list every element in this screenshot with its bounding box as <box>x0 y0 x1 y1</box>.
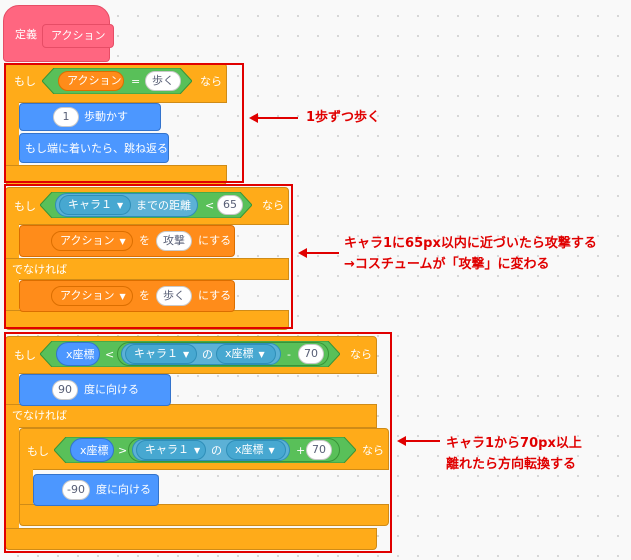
chevron-down-icon: ▼ <box>119 292 126 301</box>
variable-name: アクション <box>67 74 122 87</box>
set-value-input-walk[interactable]: 歩く <box>156 286 192 306</box>
distance-label: までの距離 <box>136 199 191 212</box>
else-label-2: でなければ <box>12 263 67 276</box>
then-label-3: なら <box>350 348 372 361</box>
annotation-box-3 <box>4 332 392 553</box>
attribute-name: x座標 <box>225 347 254 360</box>
sprite-dropdown-2[interactable]: キャラ１ ▼ <box>59 195 131 215</box>
variable-dropdown-walk[interactable]: アクション ▼ <box>51 286 133 306</box>
x-position-reporter-3[interactable] <box>56 342 100 366</box>
sprite-name: キャラ１ <box>134 347 178 360</box>
greater-than-sign: > <box>118 444 128 457</box>
minus-sign: - <box>287 348 291 361</box>
sprite-dropdown-inner[interactable]: キャラ１ ▼ <box>136 440 206 460</box>
inner-if-block-bottom <box>19 504 389 526</box>
attribute-dropdown-inner[interactable]: x座標 ▼ <box>226 440 286 460</box>
bounce-on-edge-block[interactable] <box>19 133 169 163</box>
set-label-2: にする <box>198 289 232 302</box>
inner-x-position-label: x座標 <box>80 444 109 457</box>
chevron-down-icon: ▼ <box>183 350 190 359</box>
distance-value-input[interactable]: 65 <box>217 195 243 215</box>
direction-input-90[interactable]: 90 <box>52 380 78 400</box>
arrow-line-1 <box>256 117 298 119</box>
set-to-label-2: を <box>139 289 150 302</box>
direction-label-1: 度に向ける <box>84 383 139 396</box>
move-label: 歩動かす <box>84 110 128 123</box>
offset-input-3[interactable]: 70 <box>298 344 324 364</box>
point-in-direction-block-90[interactable] <box>19 374 171 406</box>
equals-value-input-1[interactable]: 歩く <box>145 71 181 91</box>
annotation-note-2-line-1: キャラ1に65px以内に近づいたら攻撃する <box>344 236 597 251</box>
inner-then-label: なら <box>362 444 384 457</box>
variable-name: アクション <box>60 289 115 302</box>
variable-dropdown-attack[interactable]: アクション ▼ <box>51 231 133 251</box>
sprite-name: キャラ１ <box>145 443 189 456</box>
if-label-2: もし <box>14 200 36 213</box>
x-position-label: x座標 <box>66 348 95 361</box>
if-else-block-3-else <box>5 404 377 428</box>
else-label-3: でなければ <box>12 409 67 422</box>
set-value-input-attack[interactable]: 攻撃 <box>156 231 192 251</box>
less-than-sign-2: < <box>205 199 215 212</box>
chevron-down-icon: ▼ <box>117 201 124 210</box>
bounce-label: もし端に着いたら、跳ね返る <box>25 142 168 155</box>
chevron-down-icon: ▼ <box>119 237 126 246</box>
inner-if-block-arm <box>19 467 33 507</box>
chevron-down-icon: ▼ <box>268 446 275 455</box>
offset-input-inner[interactable]: 70 <box>306 440 332 460</box>
x-position-reporter-inner[interactable] <box>70 438 114 462</box>
arrow-line-2 <box>305 252 339 254</box>
move-steps-block[interactable] <box>19 103 161 131</box>
define-name-field[interactable]: アクション <box>42 24 115 48</box>
variable-name: アクション <box>60 234 115 247</box>
annotation-note-2-line-2: →コスチュームが「攻撃」に変わる <box>344 257 550 272</box>
annotation-box-1 <box>4 63 244 183</box>
attribute-dropdown-3[interactable]: x座標 ▼ <box>216 344 276 364</box>
if-label-1: もし <box>14 75 36 88</box>
inner-of-label: の <box>211 444 222 457</box>
sprite-name: キャラ１ <box>68 198 112 211</box>
arrow-left-icon <box>397 436 406 446</box>
then-label-1: なら <box>200 75 222 88</box>
point-in-direction-block-minus90[interactable] <box>33 474 159 506</box>
set-to-label-1: を <box>139 234 150 247</box>
chevron-down-icon: ▼ <box>258 350 265 359</box>
variable-action-reporter-1[interactable]: アクション <box>58 71 124 91</box>
direction-label-2: 度に向ける <box>96 483 151 496</box>
annotation-box-2 <box>4 184 293 329</box>
less-than-sign-3: < <box>105 348 115 361</box>
annotation-note-3-line-2: 離れたら方向転換する <box>446 457 577 472</box>
then-label-2: なら <box>262 199 284 212</box>
arrow-line-3 <box>404 440 440 442</box>
define-label: 定義 <box>15 28 37 41</box>
if-label-3: もし <box>14 349 36 362</box>
move-steps-input[interactable]: 1 <box>53 107 79 127</box>
attribute-name: x座標 <box>235 443 264 456</box>
inner-if-label: もし <box>27 445 49 458</box>
set-label-1: にする <box>198 234 232 247</box>
sprite-dropdown-3[interactable]: キャラ１ ▼ <box>125 344 197 364</box>
plus-sign: + <box>296 444 306 457</box>
arrow-left-icon <box>298 248 307 258</box>
chevron-down-icon: ▼ <box>194 446 201 455</box>
annotation-note-3-line-1: キャラ1から70px以上 <box>446 436 582 451</box>
define-block[interactable]: 定義 アクション <box>3 5 115 62</box>
arrow-left-icon <box>249 113 258 123</box>
annotation-note-1: 1歩ずつ歩く <box>306 110 381 125</box>
of-label-3: の <box>202 348 213 361</box>
equals-sign-1: = <box>131 75 141 88</box>
direction-input-minus90[interactable]: -90 <box>62 480 90 500</box>
